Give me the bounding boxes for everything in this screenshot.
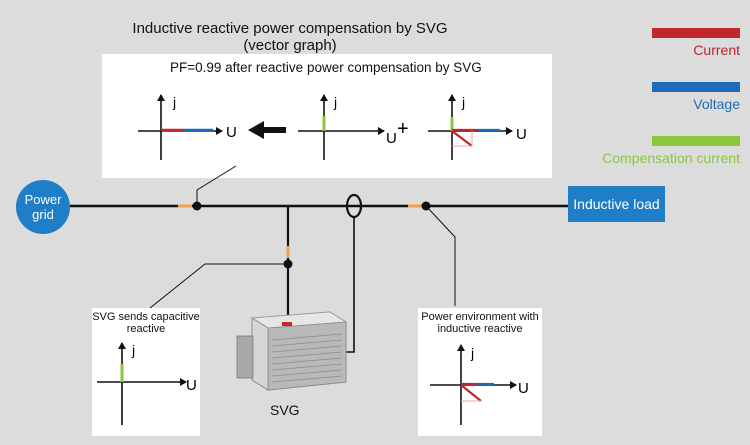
leader-svg-card [149, 263, 288, 309]
compensation-caption: PF=0.99 after reactive power compensatio… [170, 60, 482, 75]
svg-device-label: SVG [270, 402, 300, 418]
env-card-vector-graph [430, 344, 517, 425]
inductive-load-node: Inductive load [568, 186, 665, 222]
vector-graph-2 [298, 94, 385, 160]
graph1-u-label: U [226, 124, 237, 141]
env-card-caption-2: inductive reactive [437, 323, 523, 335]
svg-vector-card [92, 308, 200, 436]
diagram-subtitle: (vector graph) [243, 37, 337, 54]
legend-current-swatch [652, 28, 740, 38]
svg-card-vector-graph [97, 342, 187, 425]
graph2-u-label: U [386, 130, 397, 147]
graph1-j-label: j [173, 94, 177, 110]
result-arrow-icon [248, 121, 286, 139]
env-vector-card [418, 308, 542, 436]
legend-compensation-swatch [652, 136, 740, 146]
env-card-u-label: U [518, 380, 529, 397]
svg-card-u-label: U [186, 377, 197, 394]
svg-device-icon [236, 311, 348, 391]
svg-card-caption-1: SVG sends capacitive [92, 311, 200, 323]
graph2-j-label: j [334, 94, 338, 110]
svg-card-j-label: j [132, 342, 136, 358]
legend-voltage-label: Voltage [693, 96, 740, 112]
power-grid-label-1: Power [24, 192, 62, 207]
vector-graph-3 [428, 94, 513, 160]
power-grid-label-2: grid [32, 207, 54, 222]
legend-current-label: Current [693, 42, 740, 58]
legend-voltage-swatch [652, 82, 740, 92]
svg-card-caption-2: reactive [126, 323, 166, 335]
graph3-j-label: j [462, 94, 466, 110]
diagram-title: Inductive reactive power compensation by… [132, 20, 448, 37]
graph3-u-label: U [516, 126, 527, 143]
compensation-vector-card [102, 54, 552, 178]
env-card-caption-1: Power environment with [421, 311, 539, 323]
legend-compensation-label: Compensation current [602, 150, 740, 166]
leader-top-card [196, 165, 237, 206]
feed-junction-dot [283, 259, 293, 269]
leader-env-card [425, 205, 456, 306]
plus-operator: + [397, 118, 409, 140]
env-card-j-label: j [471, 345, 475, 361]
power-grid-node: Power grid [16, 180, 70, 234]
vector-graph-1 [138, 94, 223, 160]
ct-lead-wire [344, 217, 355, 353]
